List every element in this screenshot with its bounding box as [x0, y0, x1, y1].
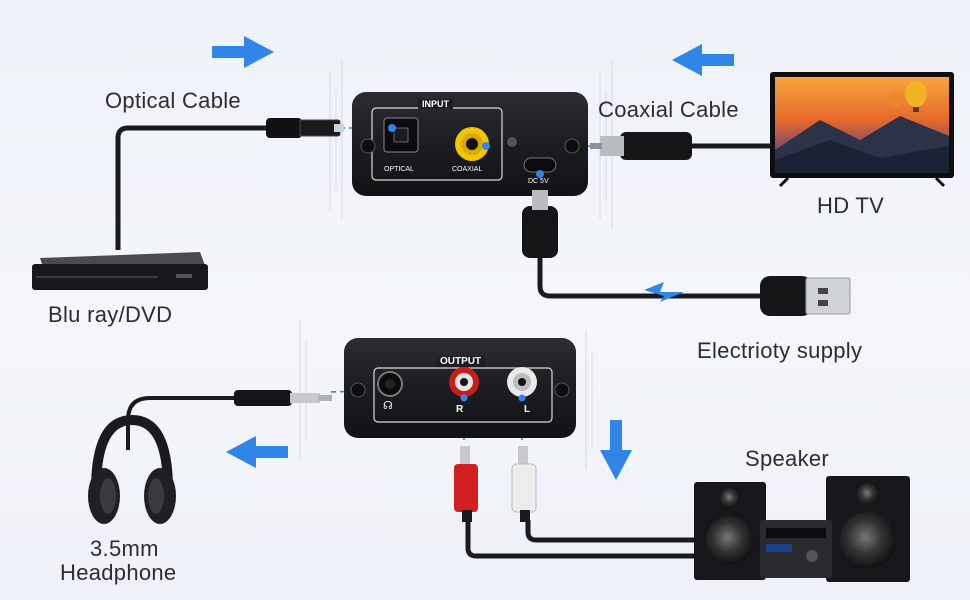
rca-plug-red: [454, 446, 478, 522]
bluray-player-icon: [32, 252, 208, 290]
label-speaker: Speaker: [745, 446, 830, 471]
coaxial-port-label: COAXIAL: [452, 166, 483, 173]
rca-port-left: [507, 367, 537, 397]
speaker-icon: [694, 476, 910, 582]
optical-port-label: OPTICAL: [384, 166, 414, 173]
label-headphone-size: 3.5mm: [90, 536, 159, 561]
rca-plug-white: [511, 446, 537, 522]
power-cable-wire: [537, 254, 760, 299]
aux-plug: [234, 390, 332, 406]
label-electricity-supply: Electrioty supply: [697, 338, 863, 363]
micro-usb-plug: [522, 190, 558, 258]
rca-left-label: L: [524, 404, 531, 415]
coaxial-port: [455, 127, 490, 161]
dc-port: [523, 157, 557, 173]
power-flow-arrow: [644, 282, 684, 302]
arrow-left-icon: [672, 44, 734, 76]
label-hd-tv: HD TV: [817, 193, 885, 218]
headphone-jack-symbol: ☊: [383, 400, 393, 412]
label-coaxial-cable: Coaxial Cable: [598, 97, 739, 122]
tv-icon: [770, 72, 954, 188]
rca-cable-red: [465, 520, 700, 559]
headphone-icon: [88, 414, 176, 524]
optical-cable-wire: [115, 125, 268, 250]
usb-plug-icon: [760, 276, 851, 316]
arrow-left-icon-headphone: [226, 436, 288, 468]
input-title: INPUT: [418, 99, 453, 109]
label-bluray: Blu ray/DVD: [48, 302, 173, 327]
dc-port-label: DC 5V: [528, 178, 549, 185]
optical-plug: [266, 118, 344, 138]
arrow-right-icon: [212, 36, 274, 68]
rca-right-label: R: [456, 404, 464, 415]
arrow-down-icon: [600, 420, 632, 480]
coaxial-plug: [590, 132, 692, 160]
output-title: OUTPUT: [436, 356, 486, 367]
input-converter-box: [352, 92, 588, 196]
output-converter-box: [344, 338, 576, 438]
rca-port-right: [449, 367, 479, 397]
label-headphone: Headphone: [60, 560, 177, 585]
rca-cable-white: [525, 520, 700, 543]
label-optical-cable: Optical Cable: [105, 88, 241, 113]
